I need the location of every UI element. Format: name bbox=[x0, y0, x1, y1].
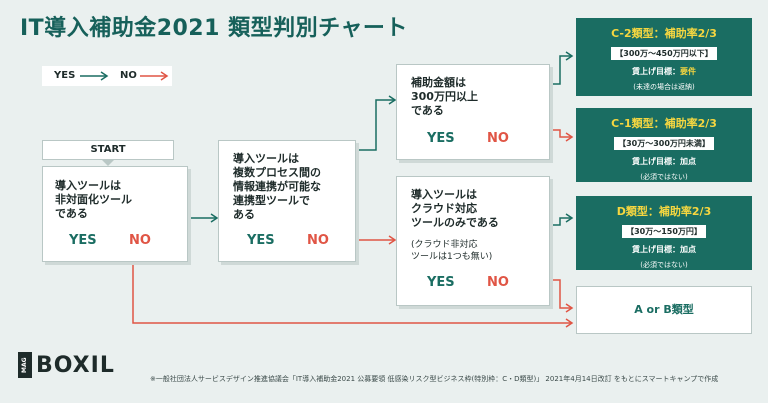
question-text: 補助金額は 300万円以上 である bbox=[411, 76, 478, 117]
result-title: C-1類型：補助率2/3 bbox=[611, 117, 717, 130]
result-goal: 賃上げ目標：加点 bbox=[632, 245, 696, 254]
yes-label: YES bbox=[69, 233, 97, 248]
start-label: START bbox=[42, 140, 174, 166]
result-note: (必須ではない) bbox=[640, 173, 688, 181]
question-box-cloud-only: 導入ツールは クラウド対応 ツールのみである (クラウド非対応 ツールは1つも無… bbox=[396, 176, 550, 306]
result-title: D類型：補助率2/3 bbox=[616, 205, 712, 218]
boxil-logo: MAG BOXIL bbox=[18, 352, 115, 378]
arrow-q1-no-to-ab bbox=[132, 262, 574, 328]
result-title: C-2類型：補助率2/3 bbox=[611, 27, 717, 40]
result-note: (未達の場合は返納) bbox=[633, 83, 695, 91]
yes-label: YES bbox=[247, 233, 275, 248]
yes-label: YES bbox=[427, 131, 455, 146]
result-goal: 賃上げ目標：加点 bbox=[632, 157, 696, 166]
legend-yes-label: YES bbox=[54, 70, 76, 81]
no-label: NO bbox=[487, 131, 509, 146]
arrow-q4-no-to-ab bbox=[550, 279, 574, 313]
question-box-non-face-to-face: 導入ツールは 非対面化ツール である YES NO bbox=[42, 166, 188, 262]
no-label: NO bbox=[129, 233, 151, 248]
source-footnote: ※一般社団法人サービスデザイン推進協議会「IT導入補助金2021 公募要領 低感… bbox=[150, 375, 719, 383]
result-range: 【300万～450万円以下】 bbox=[611, 47, 717, 60]
question-text: 導入ツールは クラウド対応 ツールのみである bbox=[411, 188, 499, 229]
arrow-q3-yes-to-c2 bbox=[550, 51, 574, 85]
no-label: NO bbox=[307, 233, 329, 248]
arrow-q2-no-to-q4 bbox=[356, 235, 397, 245]
result-d: D類型：補助率2/3 【30万～150万円】 賃上げ目標：加点 (必須ではない) bbox=[576, 196, 752, 270]
result-goal: 賃上げ目標：要件 bbox=[632, 67, 696, 76]
result-c2: C-2類型：補助率2/3 【300万～450万円以下】 賃上げ目標：要件 (未達… bbox=[576, 18, 752, 96]
question-note: (クラウド非対応 ツールは1つも無い) bbox=[411, 240, 493, 262]
question-box-subsidy-amount: 補助金額は 300万円以上 である YES NO bbox=[396, 64, 550, 160]
question-text: 導入ツールは 非対面化ツール である bbox=[55, 179, 132, 220]
logo-mag-mark: MAG bbox=[18, 352, 32, 378]
yes-label: YES bbox=[427, 275, 455, 290]
legend-no-arrow bbox=[140, 71, 169, 81]
question-box-integration-tool: 導入ツールは 複数プロセス間の 情報連携が可能な 連携型ツールで ある YES … bbox=[218, 140, 356, 262]
arrow-q1-yes-to-q2 bbox=[188, 213, 219, 223]
page-title: IT導入補助金2021 類型判別チャート bbox=[20, 16, 408, 41]
legend-yes-arrow bbox=[80, 71, 109, 81]
result-a-or-b: A or B類型 bbox=[576, 286, 752, 334]
result-range: 【30万～150万円】 bbox=[622, 225, 706, 238]
arrow-q4-yes-to-d bbox=[550, 213, 574, 226]
no-label: NO bbox=[487, 275, 509, 290]
legend-no-label: NO bbox=[120, 70, 137, 81]
question-text: 導入ツールは 複数プロセス間の 情報連携が可能な 連携型ツールで ある bbox=[233, 152, 321, 221]
logo-text: BOXIL bbox=[36, 352, 115, 378]
result-c1: C-1類型：補助率2/3 【30万～300万円未満】 賃上げ目標：加点 (必須で… bbox=[576, 108, 752, 182]
result-range: 【30万～300万円未満】 bbox=[614, 137, 714, 150]
legend: YES NO bbox=[42, 66, 172, 86]
result-note: (必須ではない) bbox=[640, 261, 688, 269]
arrow-q2-yes-to-q3 bbox=[356, 95, 397, 151]
arrow-q3-no-to-c1 bbox=[550, 129, 574, 142]
